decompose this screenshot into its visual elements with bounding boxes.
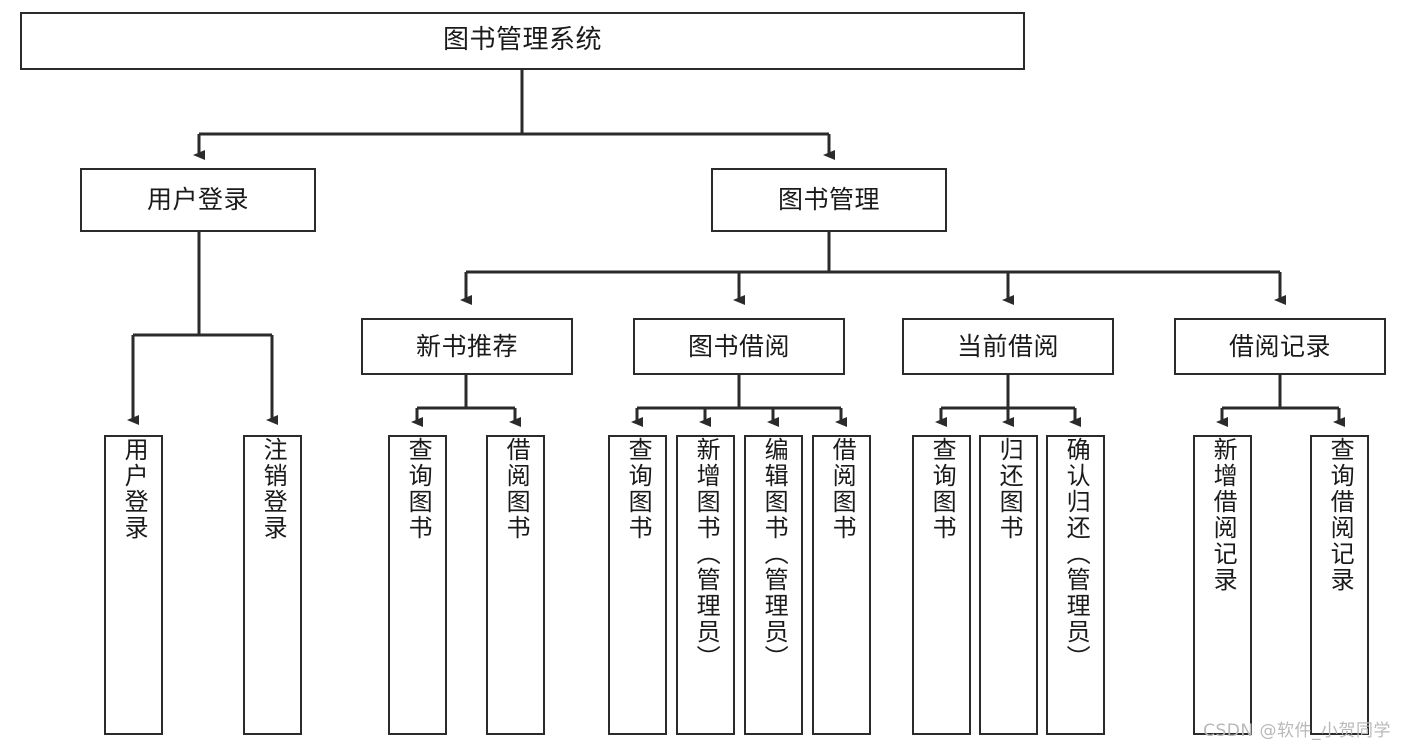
csdn-watermark: CSDN @软件_小贺同学: [1203, 721, 1391, 741]
leaf-borrow-book-2[interactable]: 借阅图书: [812, 435, 871, 735]
leaf-logout-login[interactable]: 注销登录: [243, 435, 302, 735]
leaf-edit-book[interactable]: 编辑图书（管理员）: [744, 435, 803, 735]
node-label: 借阅图书: [502, 437, 531, 541]
node-label: 当前借阅: [956, 331, 1059, 361]
node-borrow-record[interactable]: 借阅记录: [1174, 318, 1386, 375]
node-label: 新增借阅记录: [1209, 437, 1238, 593]
node-label: 图书管理: [777, 185, 880, 214]
node-label: 归还图书: [995, 437, 1024, 541]
leaf-add-record[interactable]: 新增借阅记录: [1193, 435, 1252, 735]
node-label: 用户登录: [146, 185, 249, 214]
node-label: 用户登录: [120, 437, 149, 541]
leaf-user-login[interactable]: 用户登录: [104, 435, 163, 735]
node-new-book-recommend[interactable]: 新书推荐: [361, 318, 573, 375]
leaf-query-book-1[interactable]: 查询图书: [388, 435, 447, 735]
node-label: 查询借阅记录: [1326, 437, 1355, 593]
node-label: 查询图书: [404, 437, 433, 541]
node-label: 图书借阅: [687, 331, 790, 361]
leaf-query-book-3[interactable]: 查询图书: [912, 435, 971, 735]
leaf-add-book[interactable]: 新增图书（管理员）: [676, 435, 735, 735]
node-book-manage[interactable]: 图书管理: [711, 168, 947, 232]
leaf-query-book-2[interactable]: 查询图书: [608, 435, 667, 735]
node-root-system[interactable]: 图书管理系统: [20, 12, 1025, 70]
node-current-borrow[interactable]: 当前借阅: [902, 318, 1114, 375]
leaf-confirm-return[interactable]: 确认归还（管理员）: [1046, 435, 1105, 735]
node-label: 查询图书: [624, 437, 653, 541]
leaf-borrow-book-1[interactable]: 借阅图书: [486, 435, 545, 735]
node-book-borrow[interactable]: 图书借阅: [633, 318, 845, 375]
node-user-login[interactable]: 用户登录: [80, 168, 316, 232]
node-label: 编辑图书（管理员）: [760, 437, 789, 671]
node-label: 借阅记录: [1228, 331, 1331, 361]
node-label: 确认归还（管理员）: [1062, 437, 1091, 671]
node-label: 查询图书: [928, 437, 957, 541]
node-label: 新书推荐: [415, 331, 518, 361]
leaf-query-record[interactable]: 查询借阅记录: [1310, 435, 1369, 735]
leaf-return-book[interactable]: 归还图书: [979, 435, 1038, 735]
node-label: 注销登录: [259, 437, 288, 541]
node-label: 新增图书（管理员）: [692, 437, 721, 671]
node-label: 借阅图书: [828, 437, 857, 541]
node-label: 图书管理系统: [442, 25, 602, 56]
